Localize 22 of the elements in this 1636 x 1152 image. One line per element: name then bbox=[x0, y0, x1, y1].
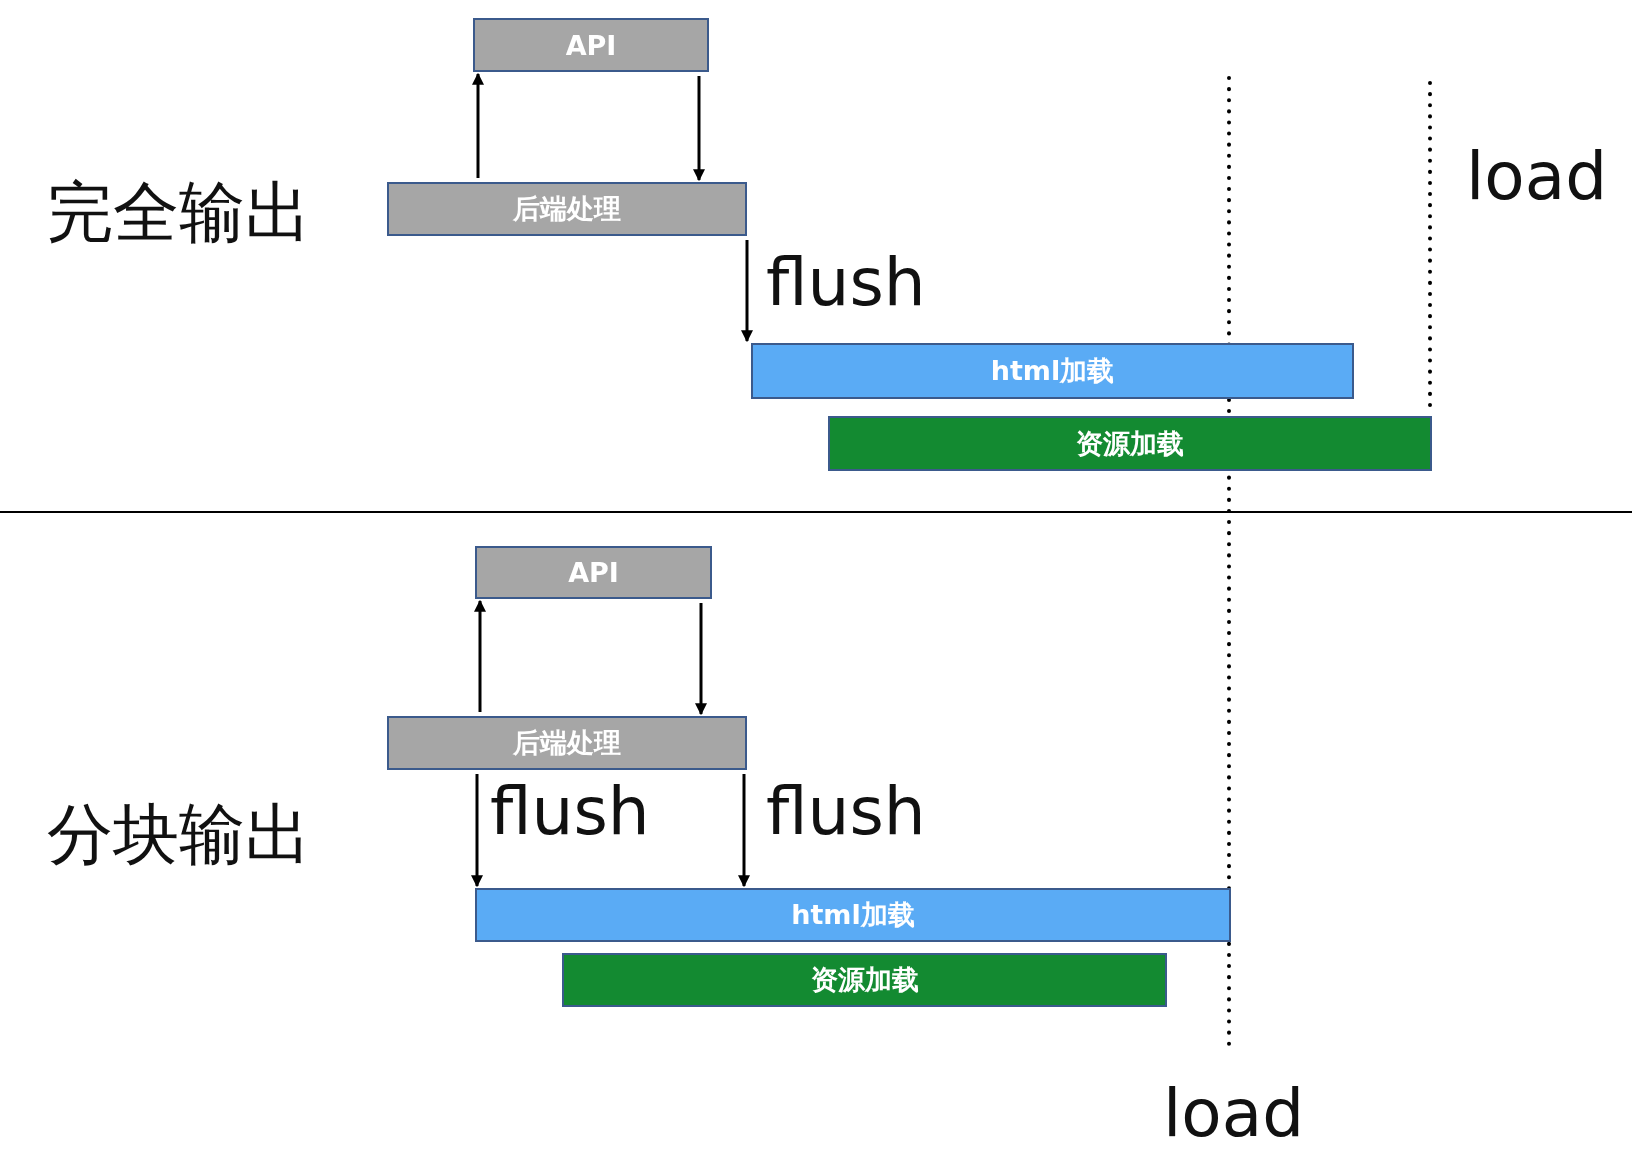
section-title: 完全输出 bbox=[47, 173, 311, 253]
load-label: load bbox=[1163, 1075, 1305, 1152]
section-title: 分块输出 bbox=[47, 795, 311, 875]
arrow bbox=[695, 603, 707, 716]
edge-label: flush bbox=[766, 244, 926, 321]
arrow bbox=[471, 774, 483, 888]
api-box: API bbox=[475, 546, 712, 599]
html-load-bar: html加载 bbox=[751, 343, 1354, 399]
arrow bbox=[741, 240, 753, 343]
arrow bbox=[474, 599, 486, 712]
arrow bbox=[472, 72, 484, 178]
api-box: API bbox=[473, 18, 709, 72]
resource-load-bar: 资源加载 bbox=[828, 416, 1432, 471]
process-box: 后端处理 bbox=[387, 182, 747, 236]
load-label: load bbox=[1466, 138, 1608, 215]
resource-load-bar: 资源加载 bbox=[562, 953, 1167, 1007]
arrow bbox=[693, 76, 705, 182]
process-box: 后端处理 bbox=[387, 716, 747, 770]
edge-label: flush bbox=[766, 773, 926, 850]
html-load-bar: html加载 bbox=[475, 888, 1231, 942]
arrow bbox=[738, 774, 750, 888]
edge-label: flush bbox=[490, 773, 650, 850]
